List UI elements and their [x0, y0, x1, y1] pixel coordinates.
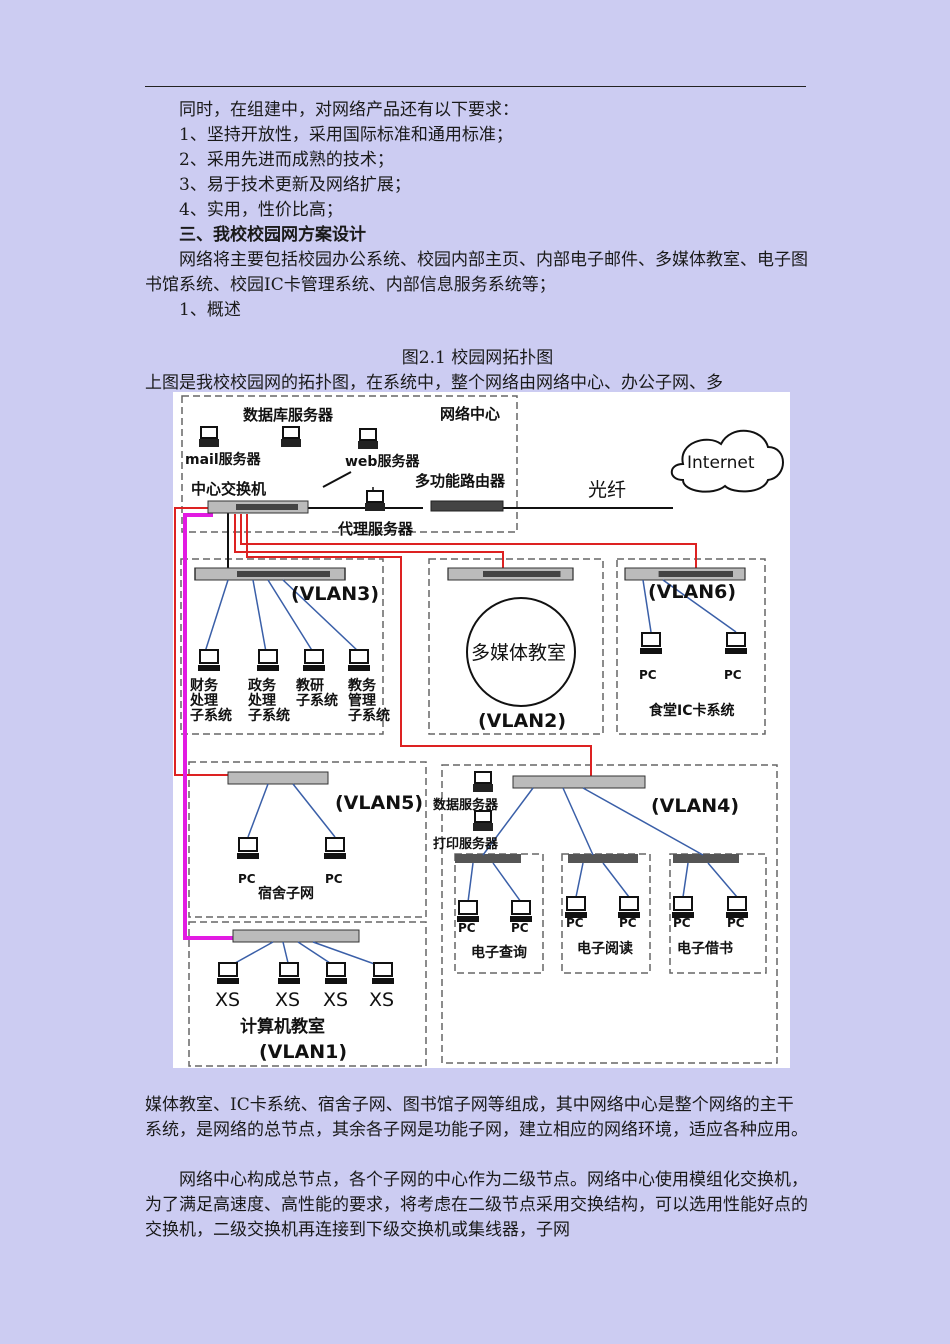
- e-borrow-label: 电子借书: [677, 940, 733, 957]
- vlan4-label: (VLAN4): [651, 795, 739, 817]
- data-server-icon: [472, 771, 494, 793]
- overview-heading: 1、概述: [179, 300, 241, 320]
- paragraph-intro-head: 上图是我校校园网的拓扑图，在系统中，整个网络由网络中心、办公子网、多: [145, 373, 723, 393]
- vlan5-region: [188, 761, 427, 918]
- web-server-icon: [357, 428, 379, 450]
- vlan3-label: (VLAN3): [291, 583, 379, 605]
- xs-label: XS: [215, 989, 240, 1011]
- print-server-icon: [472, 810, 494, 832]
- proxy-server-icon: [364, 490, 386, 512]
- multimedia-circle: [466, 597, 576, 707]
- lab-label: 计算机教室: [240, 1016, 325, 1037]
- requirement-4: 4、实用，性价比高；: [179, 200, 343, 220]
- canteen-label: 食堂IC卡系统: [649, 702, 734, 719]
- db-server-icon: [280, 426, 302, 448]
- research-label: 教研: [296, 677, 324, 694]
- xs-label: XS: [369, 989, 394, 1011]
- router-label: 多功能路由器: [415, 472, 506, 490]
- proxy-label: 代理服务器: [337, 520, 414, 538]
- gov-label: 子系统: [248, 707, 290, 724]
- edu-label: 管理: [348, 692, 376, 709]
- pc-label: PC: [619, 916, 637, 930]
- requirements-intro: 同时，在组建中，对网络产品还有以下要求：: [179, 100, 519, 120]
- edu-label: 子系统: [348, 707, 390, 724]
- vlan3-region: [180, 558, 384, 735]
- internet-label: Internet: [687, 453, 755, 473]
- fiber-label: 光纤: [588, 479, 626, 501]
- print-server-label: 打印服务器: [433, 836, 499, 852]
- pc-label: PC: [727, 916, 745, 930]
- web-server-label: web服务器: [345, 453, 420, 470]
- pc-label: PC: [724, 668, 742, 682]
- pc-label: PC: [511, 921, 529, 935]
- vlan4-region: [441, 764, 778, 1064]
- network-center-region: [181, 395, 518, 533]
- pc-label: PC: [325, 872, 343, 886]
- requirement-1: 1、坚持开放性，采用国际标准和通用标准；: [179, 125, 513, 145]
- pc-label: PC: [566, 916, 584, 930]
- mail-server-icon: [198, 426, 220, 448]
- network-center-label: 网络中心: [440, 405, 500, 423]
- core-switch-label: 中心交换机: [191, 480, 266, 498]
- vlan6-label: (VLAN6): [648, 581, 736, 603]
- pc-label: PC: [639, 668, 657, 682]
- internet-cloud-icon: [670, 429, 784, 493]
- xs-label: XS: [275, 989, 300, 1011]
- requirement-3: 3、易于技术更新及网络扩展；: [179, 175, 411, 195]
- vlan1-label: (VLAN1): [259, 1041, 347, 1063]
- section-heading: 三、我校校园网方案设计: [179, 225, 366, 245]
- vlan6-region: [616, 558, 766, 735]
- paragraph-network-center: 网络中心构成总节点，各个子网的中心作为二级节点。网络中心使用模组化交换机，为了满…: [145, 1170, 808, 1240]
- xs-label: XS: [323, 989, 348, 1011]
- figure-caption: 图2.1 校园网拓扑图: [401, 348, 554, 368]
- vlan2-region: [428, 558, 604, 735]
- finance-label: 处理: [189, 692, 218, 709]
- paragraph-intro-tail: 媒体教室、IC卡系统、宿舍子网、图书馆子网等组成，其中网络中心是整个网络的主干系…: [145, 1095, 808, 1140]
- header-rule: [145, 86, 806, 87]
- vlan5-label: (VLAN5): [335, 792, 423, 814]
- pc-label: PC: [458, 921, 476, 935]
- finance-label: 子系统: [190, 707, 232, 724]
- gov-label: 处理: [247, 692, 276, 709]
- finance-label: 财务: [189, 677, 219, 694]
- multimedia-label: 多媒体教室: [471, 642, 566, 664]
- data-server-label: 数据服务器: [433, 797, 499, 813]
- research-label: 子系统: [296, 692, 338, 709]
- mail-server-label: mail服务器: [185, 451, 262, 468]
- topology-diagram: 数据库服务器 网络中心 mail服务器 web服务器 中心交换机 多功能路由器 …: [173, 392, 790, 1068]
- e-query-label: 电子查询: [471, 944, 527, 961]
- vlan1-region: [188, 921, 427, 1067]
- requirement-2: 2、采用先进而成熟的技术；: [179, 150, 394, 170]
- dorm-label: 宿舍子网: [258, 885, 314, 902]
- paragraph-scope: 网络将主要包括校园办公系统、校园内部主页、内部电子邮件、多媒体教室、电子图书馆系…: [145, 250, 808, 295]
- edu-label: 教务: [348, 677, 377, 694]
- e-read-label: 电子阅读: [577, 940, 633, 957]
- gov-label: 政务: [248, 677, 277, 694]
- pc-label: PC: [238, 872, 256, 886]
- db-server-label: 数据库服务器: [243, 406, 334, 424]
- vlan2-label: (VLAN2): [478, 710, 566, 732]
- pc-label: PC: [673, 916, 691, 930]
